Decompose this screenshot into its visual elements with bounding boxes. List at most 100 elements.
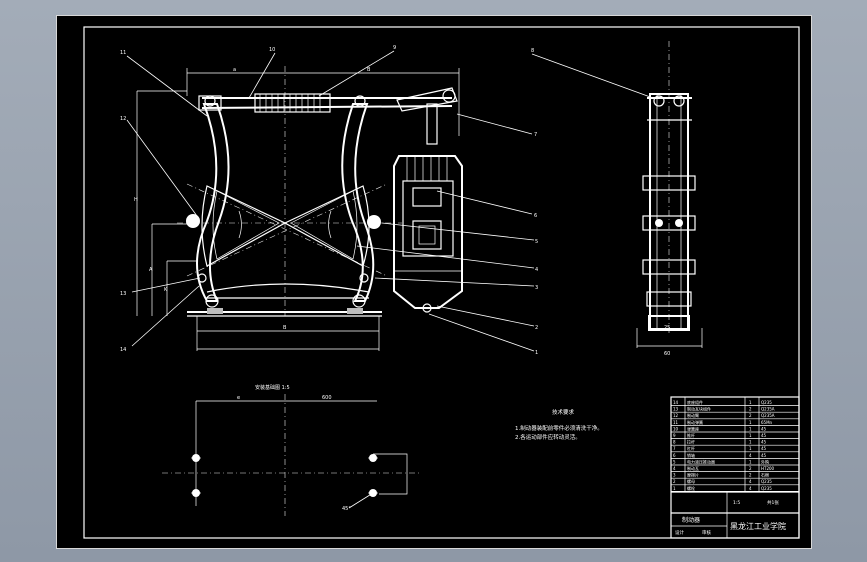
balloon-6: 6 — [534, 213, 537, 219]
drawing-title: 制动器 — [682, 516, 700, 524]
bom-cell: 4 — [673, 466, 676, 471]
bom-cell: 杠杆 — [687, 445, 695, 451]
bom-cell: 推杆 — [687, 432, 695, 438]
tech-req-title: 技术要求 — [552, 408, 575, 416]
designer-label: 设计 — [675, 529, 684, 536]
title-block — [670, 396, 800, 539]
bom-cell: 4 — [749, 479, 752, 484]
bom-cell: Q235 — [761, 479, 772, 484]
side-view — [531, 41, 703, 348]
dim-top-mid: B — [367, 67, 371, 73]
bom-cell: 1 — [749, 440, 752, 445]
bom-cell: 石棉 — [761, 472, 769, 478]
dim-plan-right: 600 — [322, 395, 332, 401]
school-name: 黑龙江工业学院 — [730, 521, 786, 531]
bom-cell: 1 — [673, 486, 676, 491]
bom-cell: 4 — [749, 486, 752, 491]
checker-label: 审核 — [702, 529, 711, 536]
dim-left-small: A — [149, 267, 153, 273]
bom-cell: 1 — [749, 420, 752, 425]
bom-cell: 2 — [749, 407, 752, 412]
bom-cell: 4 — [749, 453, 752, 458]
bom-cell: 1 — [749, 459, 752, 464]
bom-cell: 摩擦片 — [687, 472, 699, 478]
bom-cell: 1 — [749, 426, 752, 431]
bom-cell: Q235A — [761, 413, 775, 418]
text-layer: 11 10 9 8 12 7 6 5 4 3 13 2 14 1 a B H A… — [120, 45, 786, 536]
dim-plan-angle: 45° — [342, 506, 351, 512]
balloon-5: 5 — [535, 239, 538, 245]
bom-cell: Q235 — [761, 486, 772, 491]
bom-cell: 7 — [673, 446, 676, 451]
bom-cell: 5 — [673, 459, 676, 464]
bom-cell: 外购 — [761, 458, 769, 464]
balloon-2: 2 — [535, 325, 538, 331]
bom-cell: 45 — [761, 426, 767, 431]
brake-drawing: 11 10 9 8 12 7 6 5 4 3 13 2 14 1 a B H A… — [83, 26, 800, 539]
bom-cell: 45 — [761, 453, 767, 458]
bom-cell: 45 — [761, 446, 767, 451]
dim-left-inner: K — [164, 287, 168, 293]
balloon-9: 9 — [393, 45, 396, 51]
bom-cell: Q235 — [761, 400, 772, 405]
balloon-3: 3 — [535, 285, 538, 291]
balloon-7: 7 — [534, 132, 537, 138]
bom-cell: 8 — [673, 440, 676, 445]
bom-cell: HT200 — [761, 466, 775, 471]
sheet-count: 共1张 — [767, 499, 779, 506]
bom-cell: 10 — [673, 426, 679, 431]
bom-cell: 弹簧座 — [687, 425, 699, 431]
balloon-14: 14 — [120, 347, 126, 353]
bom-cell: 2 — [673, 479, 676, 484]
dim-plan-left: e — [237, 395, 240, 401]
scale-text: 1:5 — [733, 500, 740, 506]
dim-side-small: 25 — [664, 325, 670, 331]
bom-cell: 制动瓦 — [687, 465, 699, 471]
balloon-8: 8 — [531, 48, 534, 54]
bom-cell: 电力液压推动器 — [687, 458, 715, 464]
bom-cell: 1 — [749, 446, 752, 451]
balloon-4: 4 — [535, 267, 538, 273]
bom-cell: 螺母 — [687, 478, 695, 484]
bom-cell: 65Mn — [761, 420, 773, 425]
bom-cell: 制动瓦块组件 — [687, 406, 711, 412]
bom-cell: 12 — [673, 413, 679, 418]
plan-title: 安装基础图 1:5 — [255, 384, 290, 391]
bom-cell: 1 — [749, 433, 752, 438]
bom-cell: 13 — [673, 407, 679, 412]
bom-cell: 3 — [673, 473, 676, 478]
bom-cell: 螺栓 — [687, 485, 695, 491]
bom-cell: 销轴 — [687, 452, 695, 458]
bom-cell: 2 — [749, 413, 752, 418]
bom-cell: 45 — [761, 440, 767, 445]
front-view — [126, 50, 535, 352]
bom-cell: 1 — [749, 400, 752, 405]
balloon-10: 10 — [269, 47, 275, 53]
bom-cell: 11 — [673, 420, 679, 425]
balloon-1: 1 — [535, 350, 538, 356]
bom-cell: 2 — [749, 466, 752, 471]
tech-req-line-1: 1.制动器装配前零件必须清洗干净。 — [515, 424, 603, 432]
foundation-plan — [162, 394, 422, 516]
balloon-12: 12 — [120, 116, 126, 122]
bom-cell: 2 — [749, 473, 752, 478]
dim-left-height: H — [134, 197, 138, 203]
dim-top-left: a — [233, 67, 236, 73]
bom-cell: Q235A — [761, 407, 775, 412]
dim-bottom-mid: B — [283, 325, 287, 331]
bom-cell: 6 — [673, 453, 676, 458]
drawing-sheet: 11 10 9 8 12 7 6 5 4 3 13 2 14 1 a B H A… — [56, 15, 812, 549]
balloon-11: 11 — [120, 50, 126, 56]
bom-cell: 9 — [673, 433, 676, 438]
bom-cell: 拉杆 — [687, 439, 695, 445]
drawing-frame — [83, 26, 800, 539]
bom-cell: 底座组件 — [687, 399, 703, 405]
balloon-13: 13 — [120, 291, 126, 297]
bom-cell: 45 — [761, 433, 767, 438]
bom-cell: 制动弹簧 — [687, 419, 703, 425]
tech-req-line-2: 2.各运动部件应转动灵活。 — [515, 433, 581, 441]
bom-cell: 14 — [673, 400, 679, 405]
bom-cell: 制动臂 — [687, 412, 699, 418]
dim-side-width: 60 — [664, 351, 670, 357]
